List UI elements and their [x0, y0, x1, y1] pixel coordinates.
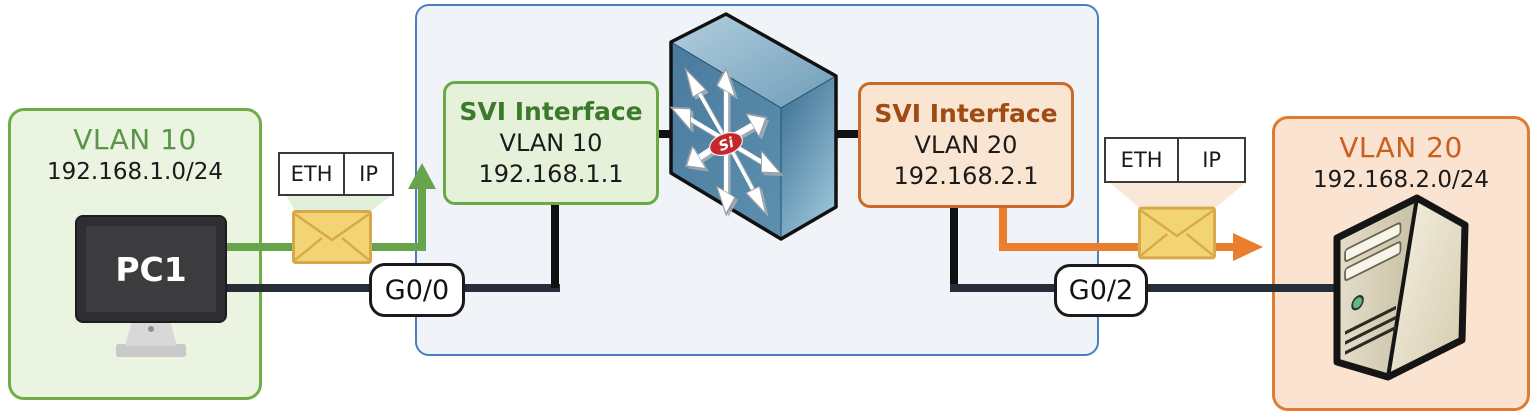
- vlan10-zone-subnet: 192.168.1.0/24: [46, 159, 223, 185]
- packet-label-beam-right: [1108, 182, 1246, 208]
- vlan10-zone-title: VLAN 10: [73, 123, 197, 156]
- multilayer-switch-icon: Si: [669, 12, 838, 241]
- ip-header-label: IP: [359, 162, 379, 186]
- svi-vlan10-title: SVI Interface: [459, 97, 643, 127]
- svi-vlan20-ip: 192.168.2.1: [893, 162, 1039, 190]
- svi-vlan10-ip: 192.168.1.1: [478, 160, 624, 188]
- svi-vlan10-vlan: VLAN 10: [499, 129, 603, 158]
- svi-vlan10-box: SVI Interface VLAN 10 192.168.1.1: [443, 81, 659, 205]
- packet-header-left: ETH IP: [278, 152, 394, 196]
- server-icon: [1333, 194, 1469, 381]
- orange-packet-path-vertical: [999, 206, 1007, 251]
- packet-header-right: ETH IP: [1104, 137, 1246, 183]
- ip-header-label: IP: [1202, 148, 1222, 172]
- eth-header-label: ETH: [280, 154, 346, 194]
- switch-si-label: Si: [717, 135, 737, 155]
- eth-header-label: ETH: [1106, 139, 1180, 181]
- orange-arrow-right-icon: [1233, 233, 1263, 261]
- packet-envelope-left-icon: [292, 210, 372, 264]
- port-label-g02: G0/2: [1054, 264, 1148, 317]
- si-badge: Si: [709, 131, 743, 157]
- packet-envelope-right-icon: [1138, 206, 1216, 260]
- green-arrow-up-icon: [408, 163, 436, 189]
- packet-label-beam-left: [286, 195, 392, 212]
- svi-vlan20-vlan: VLAN 20: [914, 131, 1018, 160]
- cable-svi10-drop: [551, 202, 559, 288]
- svi-vlan20-box: SVI Interface VLAN 20 192.168.2.1: [858, 82, 1074, 208]
- vlan20-zone-title: VLAN 20: [1339, 131, 1463, 164]
- green-packet-path-vertical: [418, 187, 426, 251]
- pc-icon: PC1: [75, 215, 227, 357]
- cable-svi10-to-switch: [652, 130, 678, 138]
- port-label-g00: G0/0: [369, 263, 465, 317]
- orange-packet-path-horizontal: [999, 243, 1233, 251]
- cable-switch-to-svi20: [834, 130, 862, 138]
- pc-label: PC1: [115, 250, 186, 289]
- svi-vlan20-title: SVI Interface: [874, 99, 1058, 129]
- cable-svi20-drop: [950, 206, 958, 288]
- vlan20-zone-subnet: 192.168.2.0/24: [1312, 167, 1489, 193]
